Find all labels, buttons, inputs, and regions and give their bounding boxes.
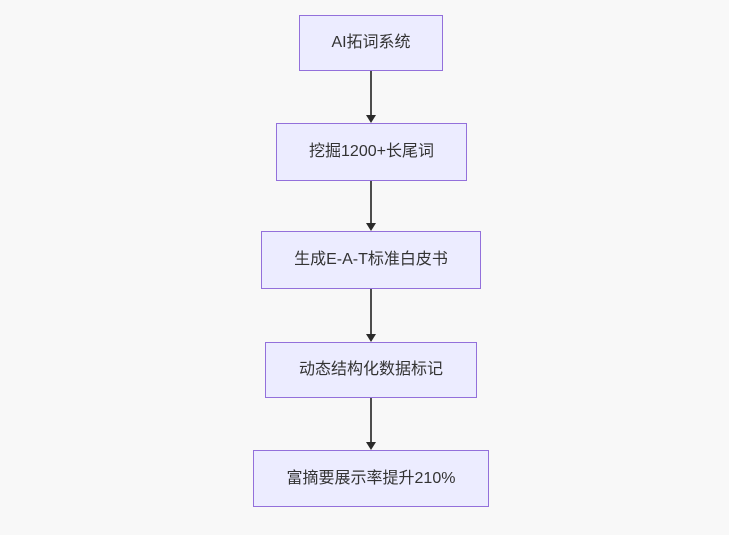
- flow-node-structured-data-markup: 动态结构化数据标记: [265, 342, 477, 398]
- flow-node-eat-whitepaper: 生成E-A-T标准白皮书: [261, 231, 481, 289]
- flow-node-label: AI拓词系统: [331, 34, 411, 51]
- arrow-head-down-icon: [366, 223, 376, 231]
- arrow-head-down-icon: [366, 334, 376, 342]
- arrow-head-down-icon: [366, 442, 376, 450]
- flow-arrow-down-3: [366, 289, 376, 342]
- arrow-head-down-icon: [366, 115, 376, 123]
- arrow-shaft: [370, 289, 372, 336]
- flow-node-ai-word-system: AI拓词系统: [299, 15, 443, 71]
- flow-node-label: 动态结构化数据标记: [298, 361, 443, 378]
- flow-node-rich-snippet-rate: 富摘要展示率提升210%: [253, 450, 489, 507]
- flow-arrow-down-4: [366, 398, 376, 450]
- flow-node-longtail-keywords: 挖掘1200+长尾词: [276, 123, 467, 181]
- arrow-shaft: [370, 71, 372, 117]
- flow-node-label: 挖掘1200+长尾词: [309, 143, 434, 160]
- arrow-shaft: [370, 398, 372, 444]
- arrow-shaft: [370, 181, 372, 225]
- flow-node-label: 生成E-A-T标准白皮书: [294, 251, 448, 268]
- flow-arrow-down-2: [366, 181, 376, 231]
- flow-arrow-down-1: [366, 71, 376, 123]
- flow-node-label: 富摘要展示率提升210%: [286, 469, 456, 487]
